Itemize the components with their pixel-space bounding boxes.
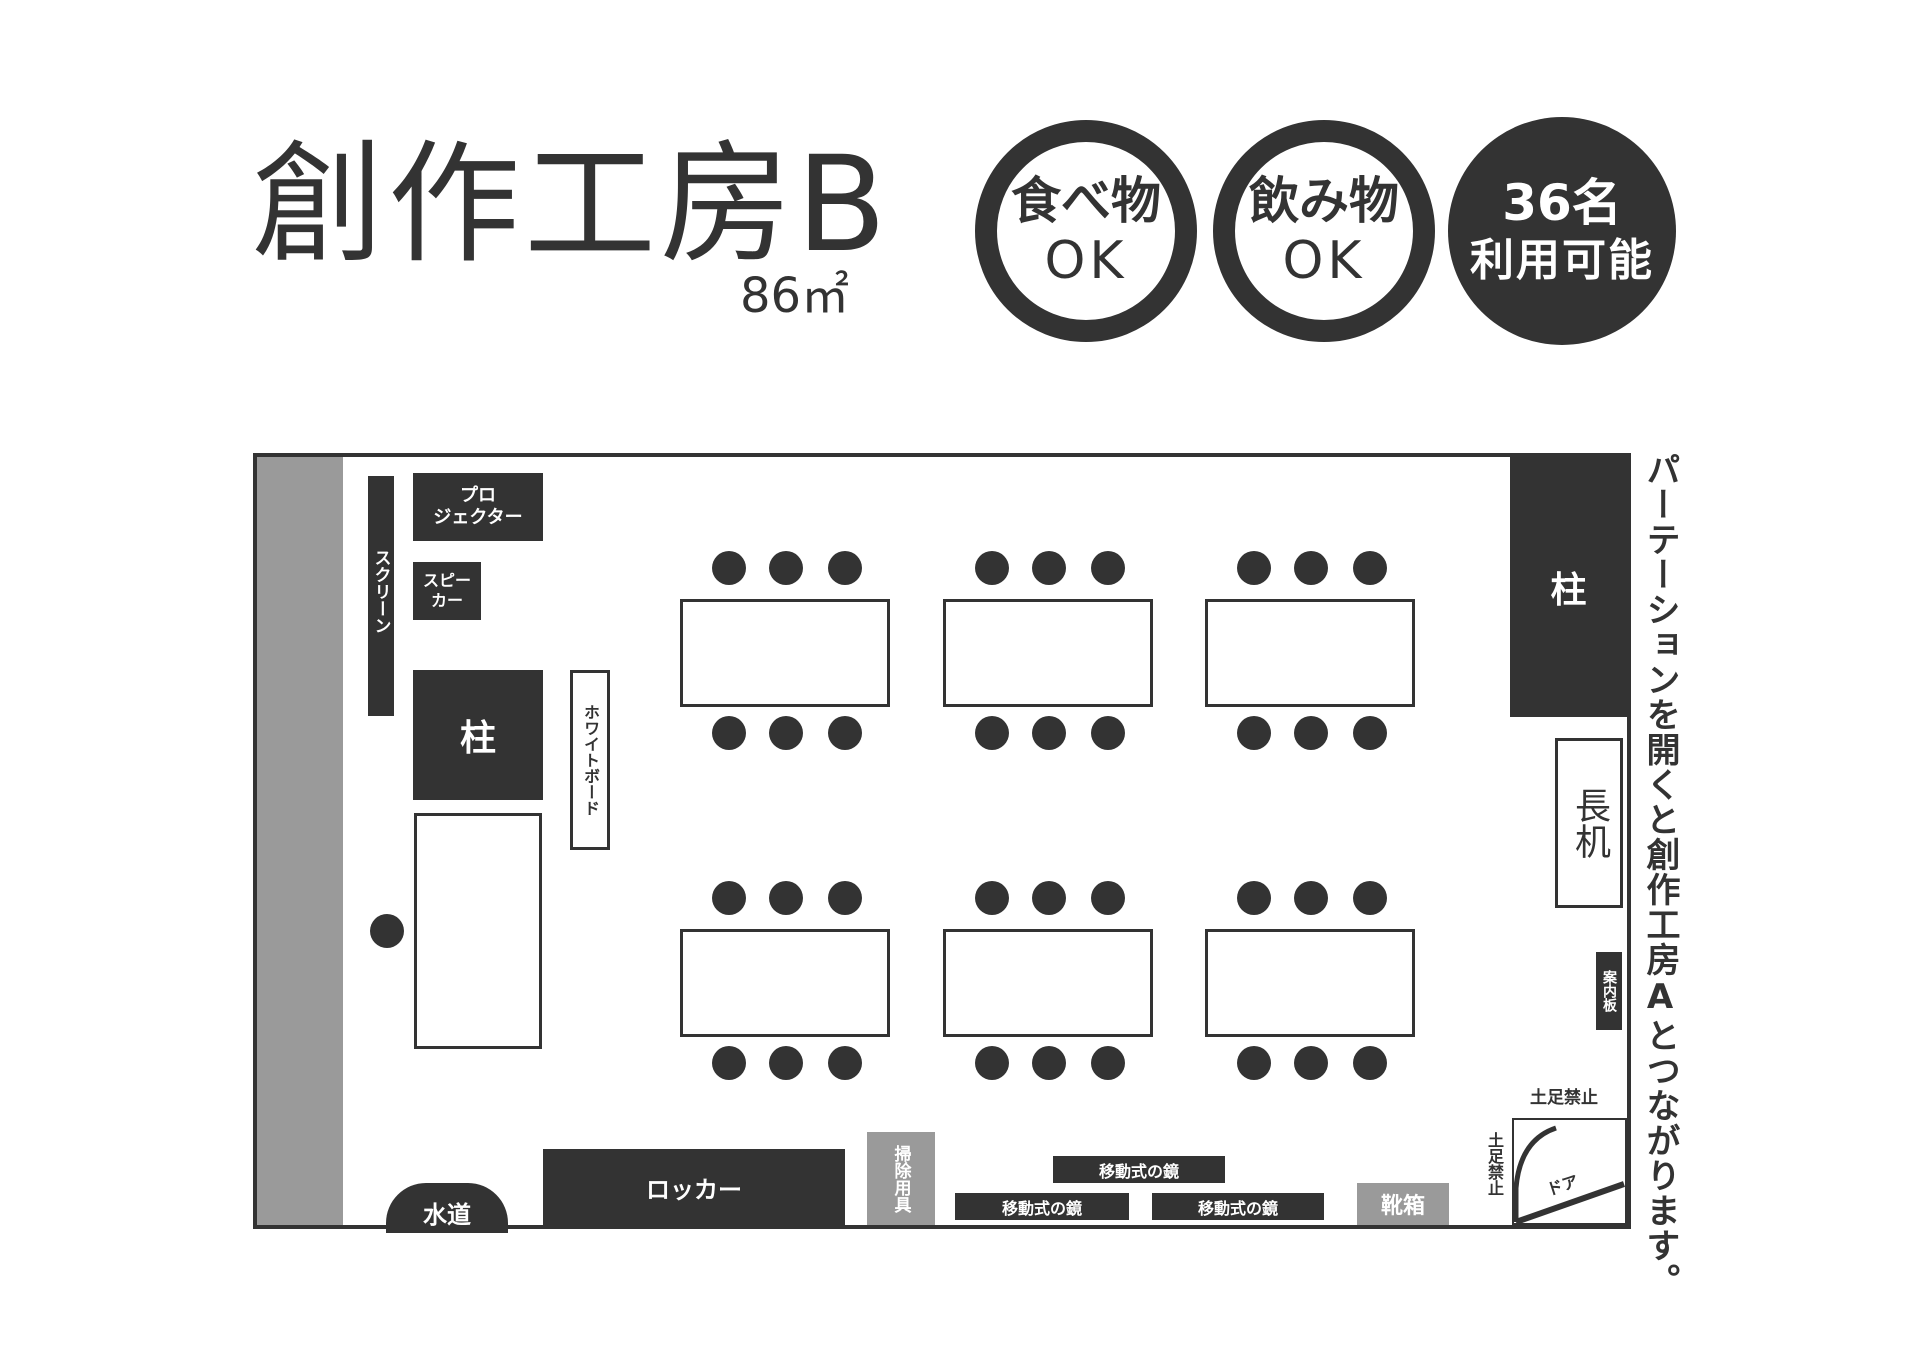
entrance: ドア <box>1512 1118 1627 1225</box>
capacity-badge: 36名 利用可能 <box>1448 117 1676 345</box>
food-ok-badge: 食べ物 OK <box>975 120 1197 342</box>
screen-label-box: スクリーン <box>364 536 398 646</box>
chair <box>828 1046 862 1080</box>
food-ok-badge-line1: 食べ物 <box>1011 172 1161 230</box>
water-label: 水道 <box>423 1200 471 1229</box>
table-1 <box>680 599 890 707</box>
table-5 <box>943 929 1153 1037</box>
chair <box>1032 1046 1066 1080</box>
chair <box>1091 881 1125 915</box>
pillar-left: 柱 <box>413 670 543 800</box>
chair <box>1353 1046 1387 1080</box>
chair <box>1294 551 1328 585</box>
chair <box>1091 716 1125 750</box>
chair <box>769 881 803 915</box>
mobile-mirror-1-label: 移動式の鏡 <box>1098 1161 1179 1181</box>
chair <box>1353 551 1387 585</box>
chair <box>1237 881 1271 915</box>
mobile-mirror-1: 移動式の鏡 <box>1053 1156 1225 1183</box>
info-board-label: 案内板 <box>1601 970 1617 1012</box>
chair <box>975 716 1009 750</box>
screen <box>368 476 394 716</box>
room-title: 創作工房B <box>252 128 891 282</box>
no-shoes-side-box: 土足禁止 <box>1482 1132 1506 1200</box>
chair <box>828 551 862 585</box>
no-shoes-label-side: 土足禁止 <box>1485 1132 1504 1196</box>
chair <box>1032 716 1066 750</box>
chair <box>975 881 1009 915</box>
pillar-left-label: 柱 <box>459 718 496 759</box>
chair <box>712 551 746 585</box>
chair <box>712 716 746 750</box>
chair <box>1294 716 1328 750</box>
chair <box>1237 551 1271 585</box>
projector: プロ ジェクター <box>413 473 543 541</box>
chair <box>1091 1046 1125 1080</box>
side-table <box>414 813 542 1049</box>
chair <box>769 716 803 750</box>
no-shoes-label-top: 土足禁止 <box>1530 1088 1598 1108</box>
chair <box>1353 881 1387 915</box>
chair <box>1294 1046 1328 1080</box>
chair <box>1032 881 1066 915</box>
partition-wall <box>257 457 343 1225</box>
food-ok-badge-line2: OK <box>1044 231 1128 291</box>
capacity-badge-line1: 36名 <box>1502 174 1622 232</box>
table-3 <box>1205 599 1415 707</box>
chair <box>975 551 1009 585</box>
cleaning-tools: 掃除用具 <box>867 1132 935 1225</box>
door-swing-graphic <box>1512 1118 1627 1225</box>
locker: ロッカー <box>543 1149 845 1225</box>
mobile-mirror-2: 移動式の鏡 <box>955 1193 1129 1220</box>
chair <box>1237 716 1271 750</box>
shoe-box: 靴箱 <box>1357 1183 1449 1225</box>
table-2 <box>943 599 1153 707</box>
mobile-mirror-3-label: 移動式の鏡 <box>1197 1198 1278 1218</box>
long-desk-label: 長机 <box>1569 787 1610 859</box>
mobile-mirror-2-label: 移動式の鏡 <box>1001 1198 1082 1218</box>
chair <box>769 1046 803 1080</box>
projector-label: プロ ジェクター <box>433 485 523 528</box>
speaker-label: スピー カー <box>422 571 471 610</box>
table-6 <box>1205 929 1415 1037</box>
chair <box>1353 716 1387 750</box>
table-4 <box>680 929 890 1037</box>
drink-ok-badge-line2: OK <box>1282 231 1366 291</box>
capacity-badge-line2: 利用可能 <box>1470 235 1654 286</box>
chair <box>712 1046 746 1080</box>
chair <box>1294 881 1328 915</box>
chair <box>769 551 803 585</box>
room-area: 86㎡ <box>740 268 850 324</box>
locker-label: ロッカー <box>646 1175 742 1204</box>
drink-ok-badge: 飲み物 OK <box>1213 120 1435 342</box>
chair <box>828 716 862 750</box>
water-tap: 水道 <box>386 1183 508 1233</box>
partition-note-box: パーテーションを開くと創作工房Aとつながります。 <box>1640 452 1680 1307</box>
long-desk: 長机 <box>1555 738 1623 908</box>
info-board: 案内板 <box>1596 952 1622 1030</box>
chair <box>1091 551 1125 585</box>
mobile-mirror-3: 移動式の鏡 <box>1152 1193 1324 1220</box>
pillar-right: 柱 <box>1510 457 1627 717</box>
chair <box>712 881 746 915</box>
whiteboard-label: ホワイトボード <box>581 704 600 816</box>
chair <box>1237 1046 1271 1080</box>
cleaning-tools-label: 掃除用具 <box>890 1144 911 1213</box>
drink-ok-badge-line1: 飲み物 <box>1249 172 1399 230</box>
partition-note: パーテーションを開くと創作工房Aとつながります。 <box>1640 452 1680 1298</box>
whiteboard: ホワイトボード <box>570 670 610 850</box>
pillar-right-label: 柱 <box>1550 570 1587 611</box>
shoe-box-label: 靴箱 <box>1380 1194 1425 1219</box>
chair <box>370 914 404 948</box>
chair <box>975 1046 1009 1080</box>
chair <box>828 881 862 915</box>
chair <box>1032 551 1066 585</box>
speaker: スピー カー <box>413 562 481 620</box>
screen-label: スクリーン <box>370 548 391 634</box>
